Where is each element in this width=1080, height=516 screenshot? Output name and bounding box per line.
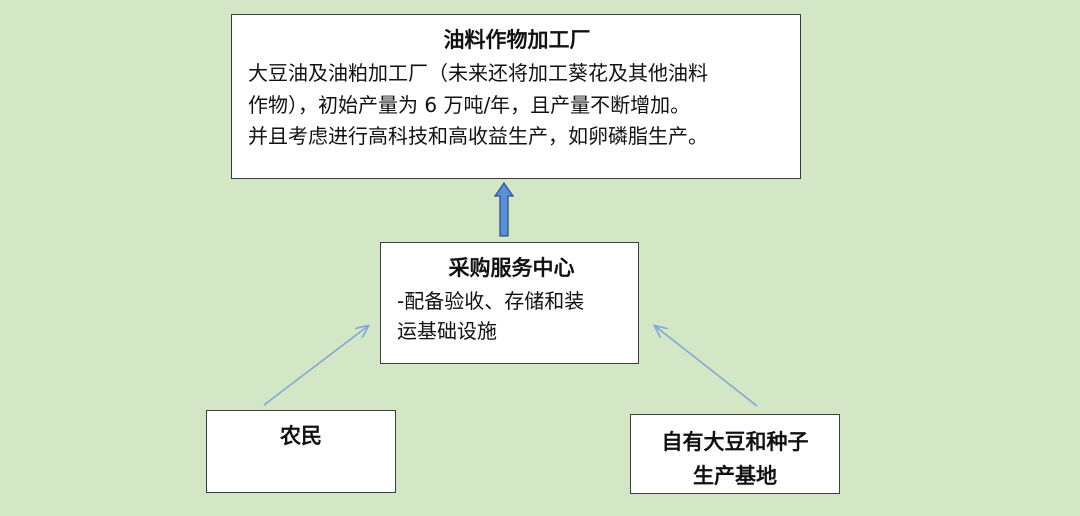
farmers-to-procurement-arrow xyxy=(263,326,368,406)
farmers-box: 农民 xyxy=(206,410,396,493)
plant-line: 并且考虑进行高科技和高收益生产，如卵磷脂生产。 xyxy=(248,124,708,148)
plant-line: 作物），初始产量为 6 万吨/年，且产量不断增加。 xyxy=(248,92,691,117)
procurement-line: -配备验收、存储和装 xyxy=(397,289,585,313)
base-title-line: 自有大豆和种子 xyxy=(661,430,809,454)
oil-crop-processing-plant-box: 油料作物加工厂 大豆油及油粕加工厂（未来还将加工葵花及其他油料 作物），初始产量… xyxy=(231,14,801,179)
own-production-base-box: 自有大豆和种子 生产基地 xyxy=(630,414,840,494)
farmers-title: 农民 xyxy=(280,424,322,448)
procurement-to-plant-arrow xyxy=(493,181,515,237)
procurement-line: 运基础设施 xyxy=(397,319,497,343)
procurement-service-center-box: 采购服务中心 -配备验收、存储和装 运基础设施 xyxy=(380,242,639,364)
plant-line: 大豆油及油粕加工厂（未来还将加工葵花及其他油料 xyxy=(248,61,708,85)
plant-description: 大豆油及油粕加工厂（未来还将加工葵花及其他油料 作物），初始产量为 6 万吨/年… xyxy=(248,58,786,153)
plant-title: 油料作物加工厂 xyxy=(443,28,591,52)
base-title-line: 生产基地 xyxy=(693,464,777,488)
procurement-description: -配备验收、存储和装 运基础设施 xyxy=(397,286,626,346)
procurement-title: 采购服务中心 xyxy=(448,256,575,280)
base-to-procurement-arrow xyxy=(655,326,758,407)
